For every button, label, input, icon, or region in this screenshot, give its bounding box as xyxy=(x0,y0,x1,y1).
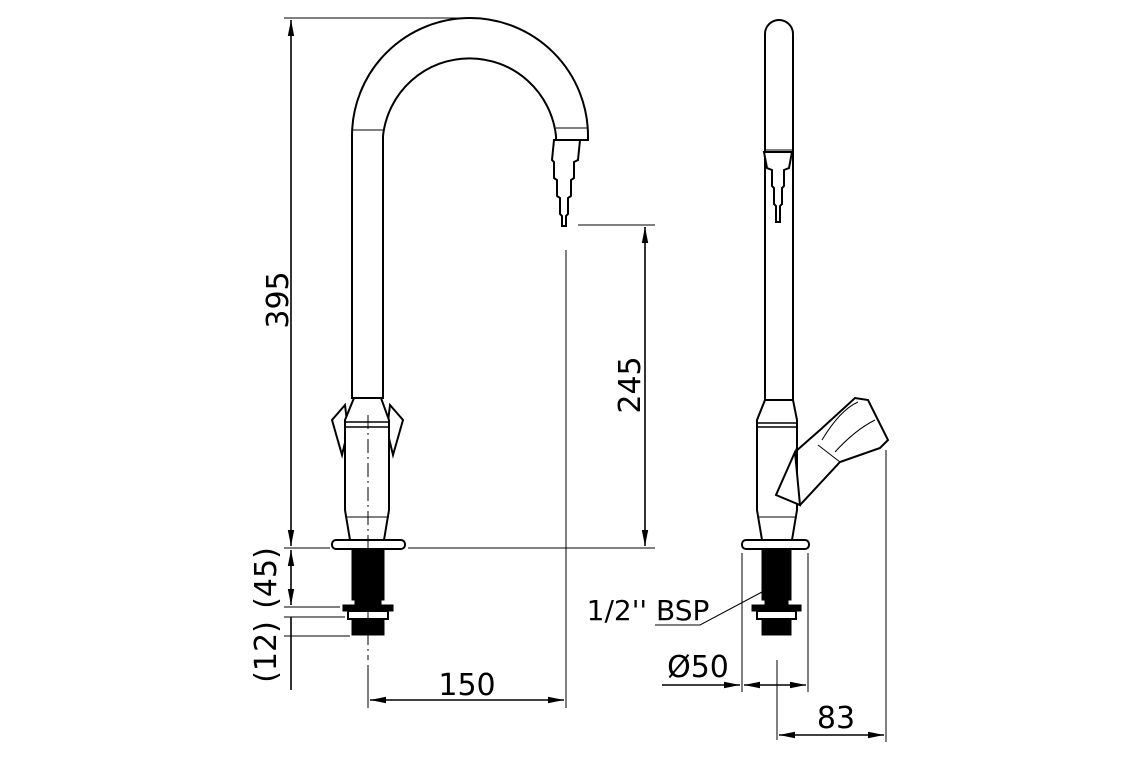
dim-thread-length: (12) xyxy=(249,621,284,683)
dim-flange-diameter: Ø50 xyxy=(667,650,729,685)
dim-shank-length: (45) xyxy=(249,547,284,609)
side-nozzle xyxy=(762,151,794,223)
front-dimensions: 395 245 (45) (12) 150 xyxy=(249,17,655,708)
dim-overall-height: 395 xyxy=(261,271,296,328)
dim-outlet-height: 245 xyxy=(613,356,648,413)
side-dimensions: 1/2'' BSP Ø50 83 xyxy=(587,450,887,742)
front-view xyxy=(330,17,589,660)
side-base-flange xyxy=(741,539,810,550)
gooseneck-spout xyxy=(351,17,589,399)
dim-spout-reach: 150 xyxy=(438,668,495,703)
bsp-leader-line xyxy=(655,591,763,626)
serrated-nozzle xyxy=(550,139,582,227)
side-view xyxy=(741,19,890,740)
dim-handle-projection: 83 xyxy=(817,701,855,736)
tap-body xyxy=(344,397,390,541)
side-shank xyxy=(761,549,792,601)
label-connection: 1/2'' BSP xyxy=(587,594,710,627)
